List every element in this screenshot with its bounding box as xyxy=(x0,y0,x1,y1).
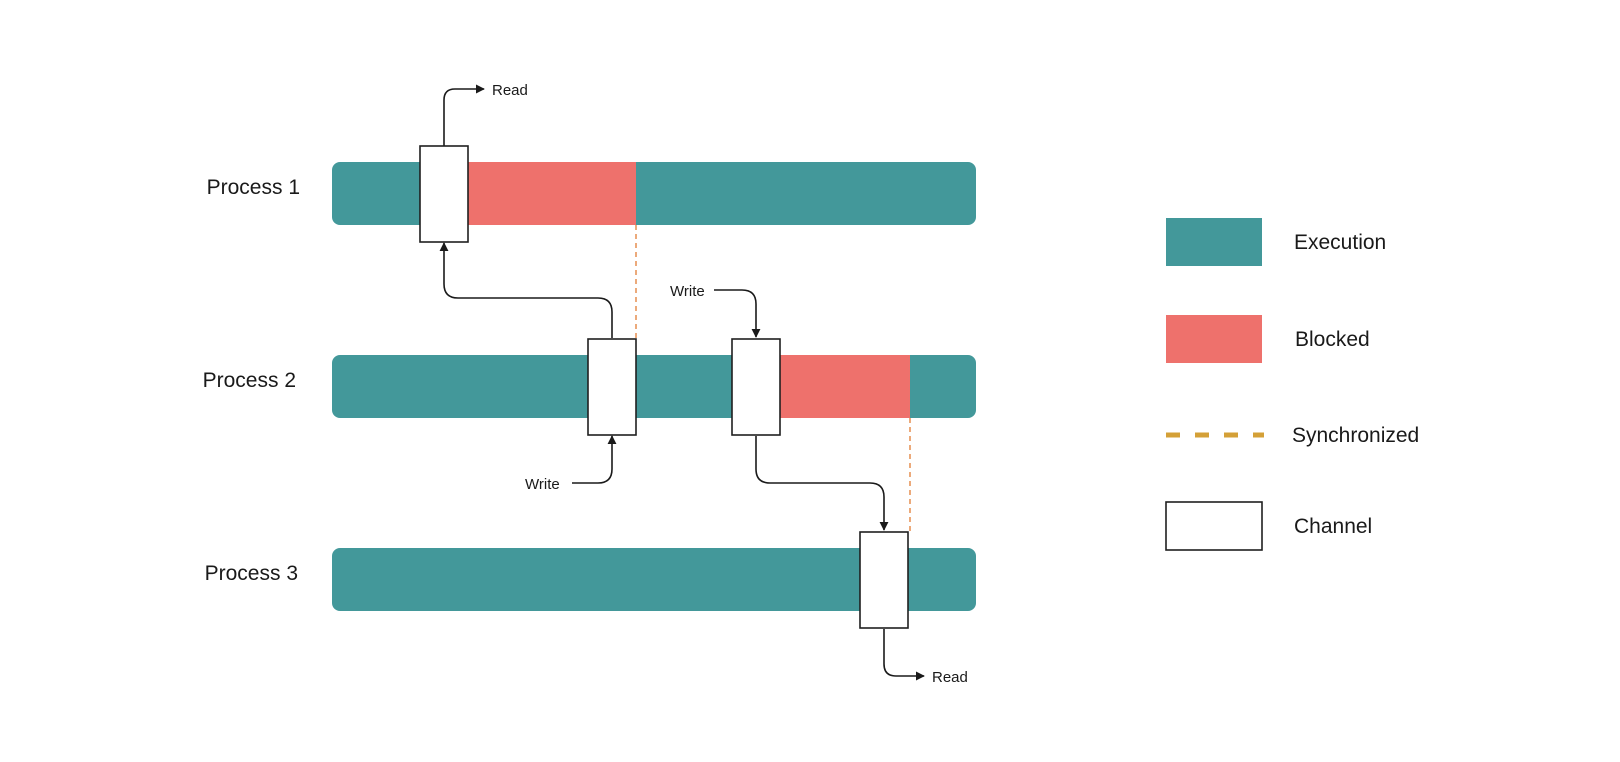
legend-blocked-label: Blocked xyxy=(1295,328,1370,351)
process-1-label: Process 1 xyxy=(207,176,300,199)
arrow-p3-read xyxy=(883,629,925,681)
p2-write-top-label: Write xyxy=(670,283,705,300)
process-3-label: Process 3 xyxy=(205,562,298,585)
channel-p2-a xyxy=(587,338,637,436)
arrow-p1-read xyxy=(443,84,485,146)
channel-p3 xyxy=(859,531,909,629)
p3-read-label: Read xyxy=(932,669,968,686)
channel-p2-b xyxy=(731,338,781,436)
legend-channel-label: Channel xyxy=(1294,515,1372,538)
arrow-p2-to-p3-channel xyxy=(755,436,889,531)
legend: Execution Blocked Synchronized Channel xyxy=(1165,218,1419,551)
process-2-blocked-segment xyxy=(780,355,910,418)
arrow-p2-to-p1-channel xyxy=(439,242,613,338)
legend-execution-label: Execution xyxy=(1294,231,1386,254)
process-3-timeline xyxy=(332,548,976,611)
p2-write-bottom-label: Write xyxy=(525,476,560,493)
process-3-execution-bar xyxy=(332,548,976,611)
process-1-blocked-segment xyxy=(468,162,636,225)
legend-channel-swatch xyxy=(1165,501,1263,551)
legend-execution-swatch xyxy=(1166,218,1262,266)
process-2-timeline xyxy=(332,355,976,418)
arrow-write-into-p2-channel-b xyxy=(714,289,761,338)
p1-read-label: Read xyxy=(492,82,528,99)
process-2-label: Process 2 xyxy=(203,369,296,392)
process-1-timeline xyxy=(332,162,976,225)
channel-p1 xyxy=(419,145,469,243)
arrow-write-into-p2-channel-a xyxy=(572,435,617,484)
legend-blocked-swatch xyxy=(1166,315,1262,363)
legend-synchronized-label: Synchronized xyxy=(1292,424,1419,447)
